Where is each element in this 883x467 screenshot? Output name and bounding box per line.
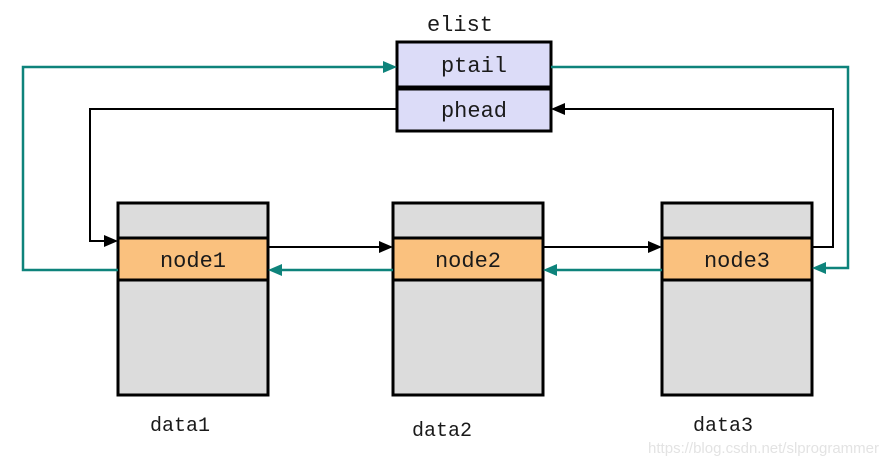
node1-pointer-band bbox=[116, 236, 270, 282]
arrow-ptail-to-node3 bbox=[551, 65, 850, 270]
phead-cell bbox=[395, 87, 553, 133]
watermark: https://blog.csdn.net/slprogrammer bbox=[648, 440, 879, 457]
node3-data-label: data3 bbox=[693, 415, 753, 438]
arrowhead-node3-to-node2 bbox=[543, 264, 557, 276]
node3-pointer-band bbox=[660, 236, 814, 282]
arrowhead-node1-to-ptail bbox=[383, 61, 397, 73]
node1-label: node1 bbox=[160, 249, 226, 274]
elist-title: elist bbox=[427, 13, 493, 38]
node3-box bbox=[660, 201, 814, 397]
arrowhead-phead-to-node1 bbox=[104, 235, 118, 247]
node2-label: node2 bbox=[435, 249, 501, 274]
ptail-label: ptail bbox=[441, 54, 507, 79]
arrow-phead-to-node1 bbox=[89, 108, 397, 242]
arrowhead-node2-to-node3 bbox=[648, 241, 662, 253]
arrowhead-node1-to-node2 bbox=[379, 241, 393, 253]
arrow-node1-to-ptail bbox=[21, 65, 383, 272]
arrow-node3-to-phead bbox=[565, 108, 834, 248]
arrowhead-node3-to-phead bbox=[551, 103, 565, 115]
node3-label: node3 bbox=[704, 249, 770, 274]
node2-pointer-band bbox=[391, 236, 545, 282]
ptail-cell bbox=[395, 40, 553, 89]
node2-data-label: data2 bbox=[412, 420, 472, 443]
arrowhead-node2-to-node1 bbox=[268, 264, 282, 276]
node1-data-label: data1 bbox=[150, 415, 210, 438]
node1-box bbox=[116, 201, 270, 397]
node2-box bbox=[391, 201, 545, 397]
arrowhead-ptail-to-node3 bbox=[812, 262, 826, 274]
phead-label: phead bbox=[441, 99, 507, 124]
